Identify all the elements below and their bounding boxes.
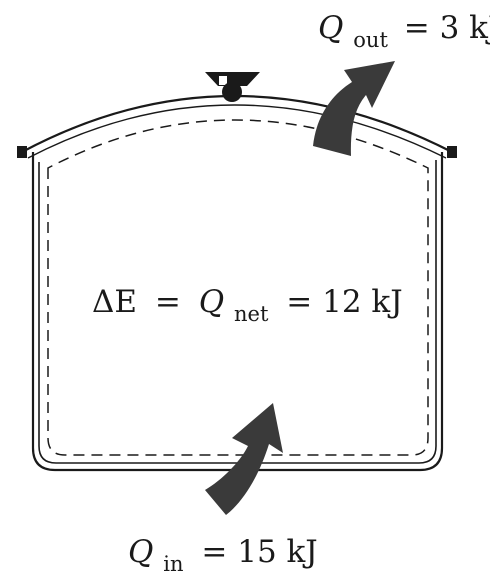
lid-inner-arc	[27, 104, 447, 159]
right-clamp	[447, 146, 457, 158]
q-in-subscript: in	[163, 552, 183, 576]
energy-value: = 12 kJ	[286, 284, 402, 320]
q-in-label: Q in = 15 kJ	[128, 534, 318, 579]
equals-sign: =	[155, 284, 181, 320]
q-out-value: = 3 kJ	[404, 10, 490, 46]
q-net-subscript: net	[234, 302, 269, 326]
energy-balance-equation: ΔE = Q net = 12 kJ	[92, 284, 403, 329]
left-clamp	[17, 146, 27, 158]
q-in-value: = 15 kJ	[201, 534, 317, 570]
heat-in-arrow	[205, 403, 283, 515]
valve-icon	[205, 72, 260, 102]
q-out-symbol: Q	[318, 10, 343, 46]
heat-out-arrow	[313, 61, 395, 156]
delta-e: ΔE	[92, 284, 137, 320]
q-net-symbol: Q	[199, 284, 224, 320]
q-out-label: Q out = 3 kJ	[318, 10, 490, 55]
system-boundary-dashed	[47, 119, 429, 456]
q-in-symbol: Q	[128, 534, 153, 570]
q-out-subscript: out	[353, 28, 388, 52]
